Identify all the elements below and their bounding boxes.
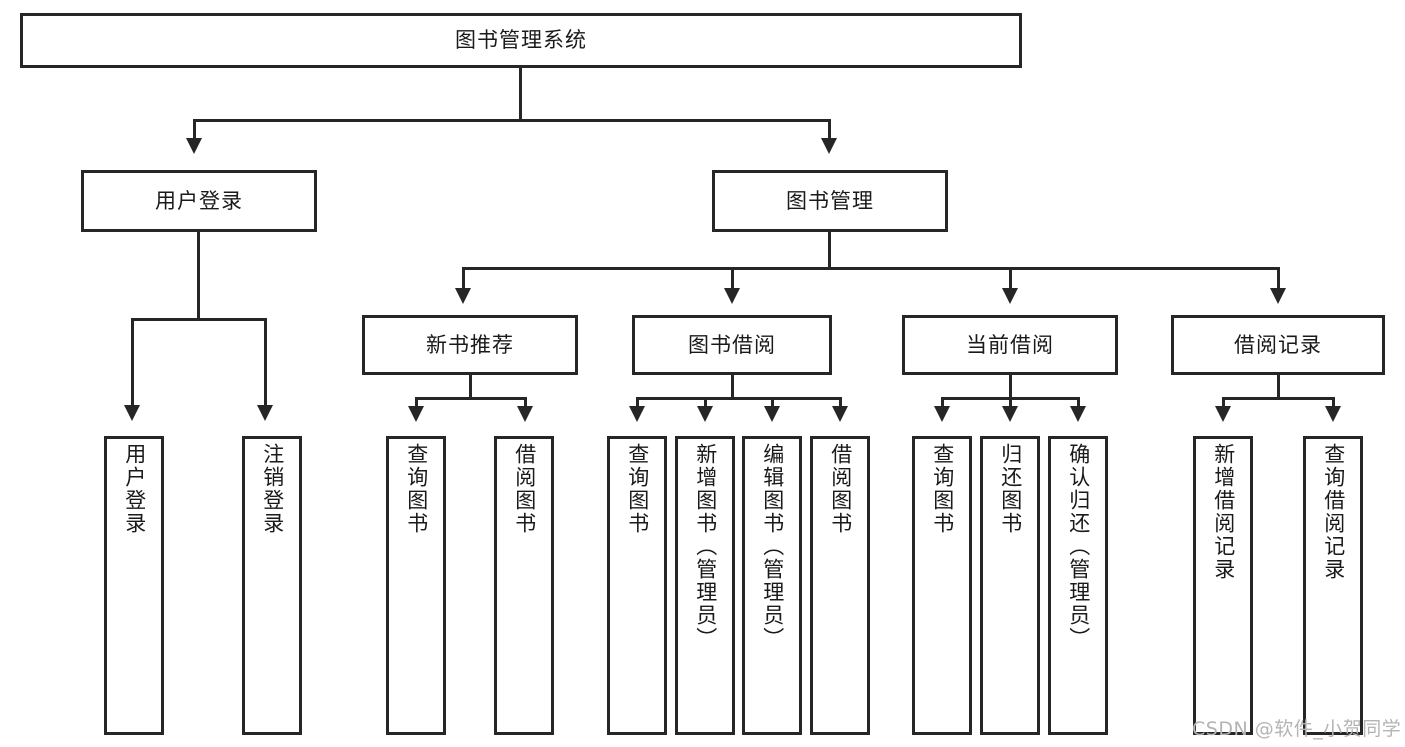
connector-record-to-leaf-1 bbox=[1222, 397, 1225, 409]
connector-record-bus bbox=[1222, 397, 1335, 400]
node-new-book-recommend[interactable]: 新书推荐 bbox=[362, 315, 578, 375]
node-label: 新书推荐 bbox=[426, 332, 514, 357]
connector-login-to-leaf-1 bbox=[131, 318, 134, 408]
arrow-manage-to-record bbox=[1270, 288, 1286, 304]
leaf-record-add-record[interactable]: 新增借阅记录 bbox=[1193, 436, 1253, 735]
arrow-borrow-to-leaf-4 bbox=[832, 406, 848, 422]
arrow-current-to-leaf-1 bbox=[934, 406, 950, 422]
node-label: 注销登录 bbox=[260, 443, 285, 535]
connector-current-to-leaf-1 bbox=[941, 397, 944, 409]
connector-manage-stem bbox=[828, 232, 831, 269]
arrow-login-to-leaf-2 bbox=[257, 405, 273, 421]
node-label: 借阅记录 bbox=[1234, 332, 1322, 357]
arrow-newbook-to-leaf-2 bbox=[517, 406, 533, 422]
node-label: 图书借阅 bbox=[688, 332, 776, 357]
leaf-record-query-record[interactable]: 查询借阅记录 bbox=[1303, 436, 1363, 735]
connector-newbook-to-leaf-2 bbox=[524, 397, 527, 409]
leaf-borrow-query-book[interactable]: 查询图书 bbox=[607, 436, 667, 735]
node-label: 新增图书（管理员） bbox=[693, 443, 718, 650]
node-label: 用户登录 bbox=[155, 188, 243, 213]
arrow-newbook-to-leaf-1 bbox=[408, 406, 424, 422]
connector-manage-to-record bbox=[1277, 267, 1280, 291]
connector-manage-to-new-book bbox=[462, 267, 465, 291]
connector-record-to-leaf-2 bbox=[1332, 397, 1335, 409]
connector-manage-bus bbox=[462, 267, 1280, 270]
arrow-root-to-manage bbox=[821, 138, 837, 154]
connector-borrow-to-leaf-1 bbox=[636, 397, 639, 409]
arrow-borrow-to-leaf-1 bbox=[629, 406, 645, 422]
arrow-record-to-leaf-2 bbox=[1325, 406, 1341, 422]
leaf-current-confirm-return-admin[interactable]: 确认归还（管理员） bbox=[1048, 436, 1108, 735]
arrow-manage-to-borrow bbox=[724, 288, 740, 304]
connector-record-stem bbox=[1277, 375, 1280, 399]
arrow-record-to-leaf-1 bbox=[1215, 406, 1231, 422]
connector-borrow-stem bbox=[731, 375, 734, 399]
leaf-borrow-borrow-book[interactable]: 借阅图书 bbox=[810, 436, 870, 735]
node-label: 图书管理 bbox=[786, 188, 874, 213]
node-label: 查询图书 bbox=[404, 443, 429, 535]
connector-current-to-leaf-2 bbox=[1009, 397, 1012, 409]
node-current-borrow[interactable]: 当前借阅 bbox=[902, 315, 1118, 375]
node-label: 归还图书 bbox=[998, 443, 1023, 535]
leaf-user-login-logout[interactable]: 注销登录 bbox=[242, 436, 302, 735]
connector-current-stem bbox=[1009, 375, 1012, 399]
connector-login-bus bbox=[131, 318, 267, 321]
connector-current-to-leaf-3 bbox=[1077, 397, 1080, 409]
node-label: 借阅图书 bbox=[512, 443, 537, 535]
leaf-current-return-book[interactable]: 归还图书 bbox=[980, 436, 1040, 735]
node-borrow-record[interactable]: 借阅记录 bbox=[1171, 315, 1385, 375]
node-label: 查询图书 bbox=[930, 443, 955, 535]
arrow-manage-to-new-book bbox=[455, 288, 471, 304]
node-label: 确认归还（管理员） bbox=[1066, 443, 1091, 650]
arrow-login-to-leaf-1 bbox=[124, 405, 140, 421]
connector-borrow-bus bbox=[636, 397, 842, 400]
leaf-new-book-query[interactable]: 查询图书 bbox=[386, 436, 446, 735]
node-label: 当前借阅 bbox=[966, 332, 1054, 357]
node-label: 用户登录 bbox=[122, 443, 147, 535]
node-book-borrow[interactable]: 图书借阅 bbox=[632, 315, 832, 375]
connector-manage-to-current bbox=[1009, 267, 1012, 291]
connector-root-to-manage bbox=[828, 119, 831, 141]
arrow-borrow-to-leaf-3 bbox=[764, 406, 780, 422]
leaf-borrow-add-book-admin[interactable]: 新增图书（管理员） bbox=[675, 436, 735, 735]
arrow-manage-to-current bbox=[1002, 288, 1018, 304]
connector-root-stem bbox=[519, 68, 522, 121]
leaf-user-login-login[interactable]: 用户登录 bbox=[104, 436, 164, 735]
arrow-root-to-login bbox=[186, 138, 202, 154]
leaf-borrow-edit-book-admin[interactable]: 编辑图书（管理员） bbox=[742, 436, 802, 735]
connector-newbook-stem bbox=[469, 375, 472, 399]
node-label: 查询借阅记录 bbox=[1321, 443, 1346, 581]
node-book-management[interactable]: 图书管理 bbox=[712, 170, 948, 232]
node-label: 新增借阅记录 bbox=[1211, 443, 1236, 581]
connector-manage-to-borrow bbox=[731, 267, 734, 291]
connector-newbook-to-leaf-1 bbox=[415, 397, 418, 409]
connector-root-to-login bbox=[193, 119, 196, 141]
node-label: 编辑图书（管理员） bbox=[760, 443, 785, 650]
watermark-text: CSDN @软件_小贺同学 bbox=[1192, 718, 1402, 740]
connector-login-to-leaf-2 bbox=[264, 318, 267, 408]
connector-login-stem bbox=[197, 232, 200, 320]
connector-root-bus bbox=[193, 119, 830, 122]
node-user-login[interactable]: 用户登录 bbox=[81, 170, 317, 232]
node-label: 查询图书 bbox=[625, 443, 650, 535]
leaf-current-query-book[interactable]: 查询图书 bbox=[912, 436, 972, 735]
connector-borrow-to-leaf-2 bbox=[704, 397, 707, 409]
node-label: 借阅图书 bbox=[828, 443, 853, 535]
leaf-new-book-borrow[interactable]: 借阅图书 bbox=[494, 436, 554, 735]
connector-borrow-to-leaf-4 bbox=[839, 397, 842, 409]
arrow-borrow-to-leaf-2 bbox=[697, 406, 713, 422]
node-label: 图书管理系统 bbox=[455, 28, 587, 53]
connector-newbook-bus bbox=[415, 397, 527, 400]
arrow-current-to-leaf-3 bbox=[1070, 406, 1086, 422]
node-root-system[interactable]: 图书管理系统 bbox=[20, 13, 1022, 68]
arrow-current-to-leaf-2 bbox=[1002, 406, 1018, 422]
connector-borrow-to-leaf-3 bbox=[771, 397, 774, 409]
